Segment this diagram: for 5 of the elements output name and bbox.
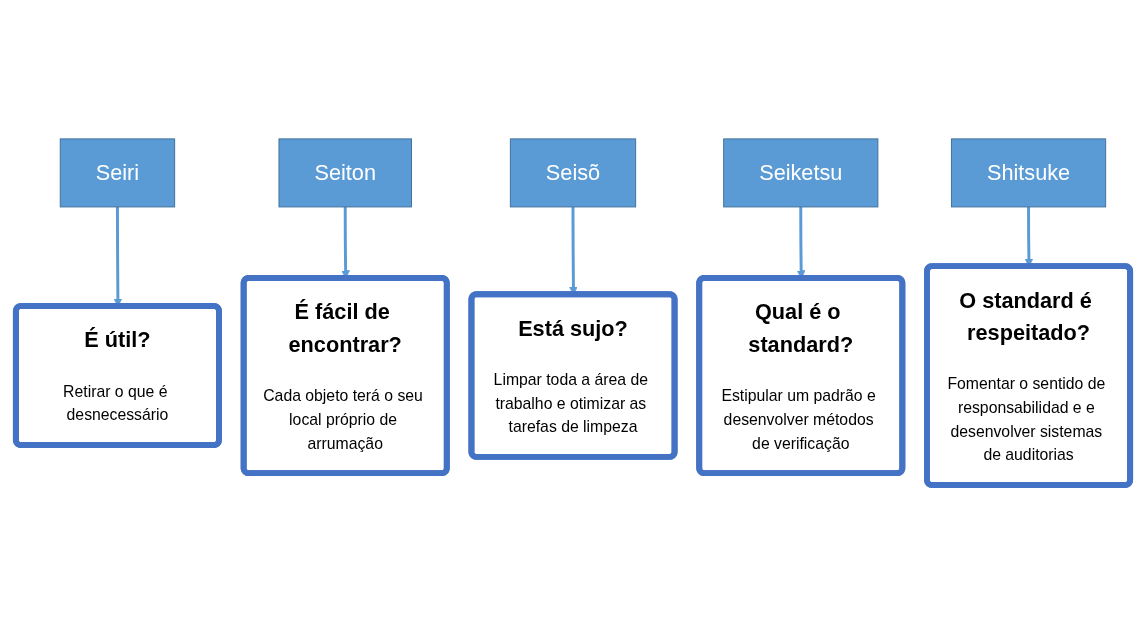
node-box: Seiton xyxy=(278,138,412,208)
node-box: Shitsuke xyxy=(950,138,1107,208)
node-box: Seiri xyxy=(59,138,176,208)
node-box: Seisõ xyxy=(509,138,637,208)
node-box: Seiketsu xyxy=(723,138,879,208)
